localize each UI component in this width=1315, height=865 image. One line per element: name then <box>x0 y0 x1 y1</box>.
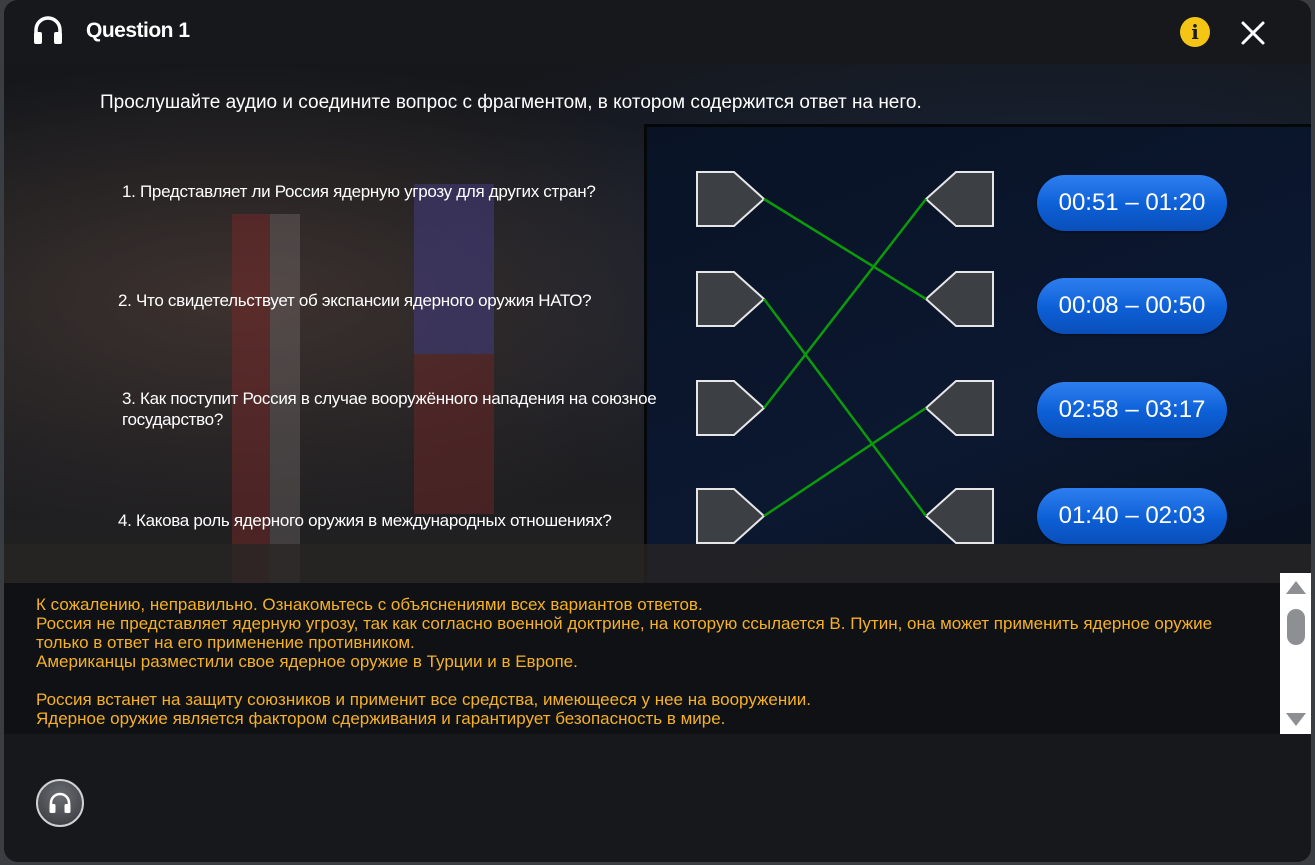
answer-button-2[interactable]: 00:08 – 00:50 <box>1037 278 1227 334</box>
feedback-scrollbar[interactable] <box>1280 573 1311 734</box>
scroll-thumb[interactable] <box>1287 609 1305 645</box>
feedback-line: К сожалению, неправильно. Ознакомьтесь с… <box>36 595 703 614</box>
title-bar: Question 1 i <box>4 0 1311 64</box>
headphones-icon <box>32 16 64 46</box>
audio-play-button[interactable] <box>36 779 84 827</box>
right-connector-1[interactable] <box>924 171 994 227</box>
headphones-icon <box>49 792 71 813</box>
right-connector-3[interactable] <box>924 380 994 436</box>
footer-bar <box>4 734 1311 862</box>
right-connector-2[interactable] <box>924 271 994 327</box>
left-connector-2[interactable] <box>696 271 766 327</box>
info-icon[interactable]: i <box>1180 17 1210 47</box>
feedback-line: Американцы разместили свое ядерное оружи… <box>36 652 578 671</box>
feedback-line: Ядерное оружие является фактором сдержив… <box>36 709 726 728</box>
question-1: 1. Представляет ли Россия ядерную угрозу… <box>122 182 596 201</box>
close-icon[interactable] <box>1240 20 1266 46</box>
question-3: 3. Как поступит Россия в случае вооружён… <box>122 389 657 429</box>
answer-button-3[interactable]: 02:58 – 03:17 <box>1037 382 1227 438</box>
scroll-up-arrow-icon[interactable] <box>1286 581 1306 594</box>
background-decoration <box>414 354 494 514</box>
instruction-text: Прослушайте аудио и соедините вопрос с ф… <box>100 92 922 113</box>
question-2: 2. Что свидетельствует об экспансии ядер… <box>118 291 592 310</box>
feedback-panel: К сожалению, неправильно. Ознакомьтесь с… <box>4 583 1280 734</box>
answer-button-1[interactable]: 00:51 – 01:20 <box>1037 175 1227 231</box>
feedback-line: Россия встанет на защиту союзников и при… <box>36 690 811 709</box>
right-connector-4[interactable] <box>924 488 994 544</box>
question-4: 4. Какова роль ядерного оружия в междуна… <box>118 511 612 530</box>
left-connector-1[interactable] <box>696 171 766 227</box>
feedback-spacer <box>36 671 1248 690</box>
question-window: Question 1 i Прослушайте аудио и соедини… <box>4 0 1311 862</box>
left-connector-3[interactable] <box>696 380 766 436</box>
background-decoration <box>414 184 494 354</box>
left-connector-4[interactable] <box>696 488 766 544</box>
feedback-line: Россия не представляет ядерную угрозу, т… <box>36 614 1213 652</box>
scroll-down-arrow-icon[interactable] <box>1286 713 1306 726</box>
answer-button-4[interactable]: 01:40 – 02:03 <box>1037 488 1227 544</box>
window-title: Question 1 <box>86 19 190 42</box>
